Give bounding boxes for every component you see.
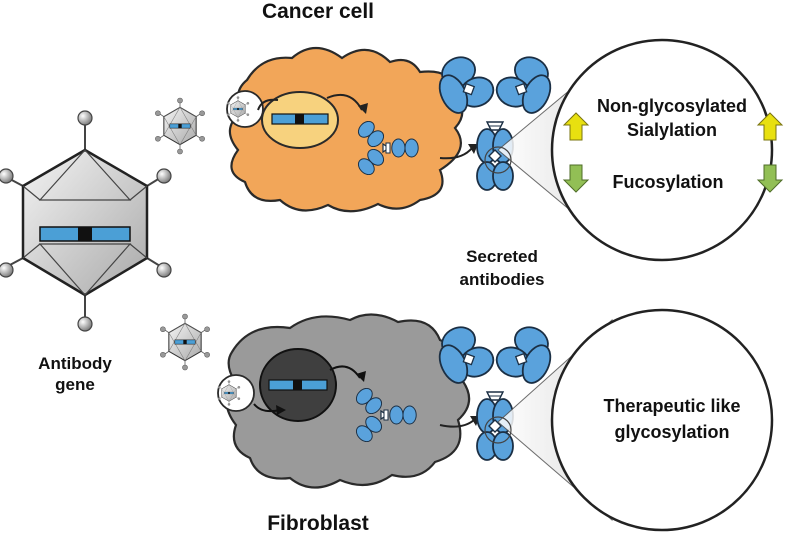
endosome-top: [226, 90, 264, 128]
fucosylation-label: Fucosylation: [612, 172, 723, 192]
glycosylation-zoom-fibroblast: [550, 308, 774, 532]
small-virus-top: [154, 97, 206, 155]
small-virus-bottom: [159, 313, 211, 371]
antibody-gene-label: Antibody: [38, 354, 112, 373]
antibody-gene-vector: [0, 110, 172, 332]
increase-arrow-right: [756, 112, 784, 141]
therapeutic-glycosylation-label: Therapeutic like: [603, 396, 740, 416]
glycosylation-zoom-cancer: [550, 38, 774, 262]
therapeutic-glycosylation-label-line2: glycosylation: [614, 422, 729, 442]
endosome-bottom: [217, 374, 255, 412]
antibody-gene-label-line2: gene: [55, 375, 95, 394]
cancer-cell-title: Cancer cell: [262, 0, 374, 23]
decrease-arrow-right: [756, 164, 784, 193]
sialylation-label: Sialylation: [627, 120, 717, 140]
decrease-arrow-left: [562, 164, 590, 193]
increase-arrow-left: [562, 112, 590, 141]
fibroblast-title: Fibroblast: [267, 512, 369, 535]
non-glycosylated-label: Non-glycosylated: [597, 96, 747, 116]
cancer-cell-body: [228, 46, 464, 213]
secreted-antibodies-label-line2: antibodies: [459, 270, 544, 289]
secreted-antibodies-label: Secreted: [466, 247, 538, 266]
